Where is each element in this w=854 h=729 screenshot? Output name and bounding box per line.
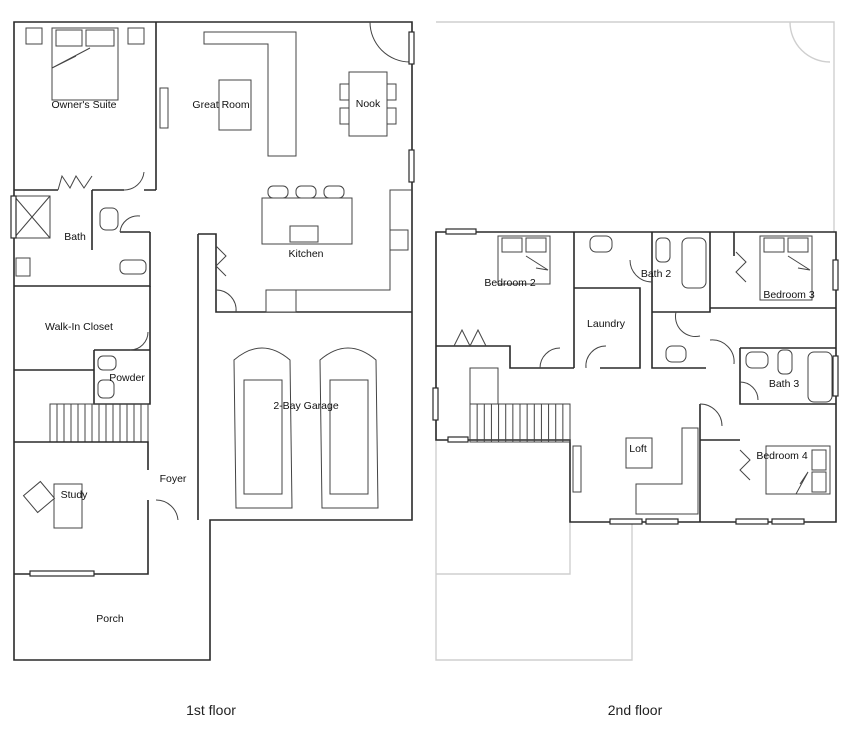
second-floor-windows (432, 228, 839, 525)
label-bedroom4: Bedroom 4 (756, 450, 808, 462)
label-porch: Porch (96, 613, 124, 625)
island-sink (289, 225, 319, 243)
label-powder: Powder (109, 372, 145, 384)
first-floor-plan (10, 21, 415, 661)
wall-kitchen-garage (198, 233, 412, 313)
island-stools (267, 185, 345, 199)
wall-laundry (574, 287, 641, 369)
wall-bedroom2 (436, 232, 575, 369)
label-bath2: Bath 2 (641, 268, 672, 280)
second-floor-plan (432, 21, 839, 661)
bedroom4-bed (765, 445, 831, 495)
tv-console (159, 87, 169, 129)
study-furniture (22, 480, 83, 529)
second-floor-stairs (469, 367, 571, 443)
label-great-room: Great Room (192, 99, 249, 111)
first-floor-footprint-outline (435, 21, 835, 661)
first-floor-doors (57, 21, 411, 521)
owners-suite-bed (25, 27, 145, 101)
label-garage: 2-Bay Garage (273, 400, 339, 412)
cooktop (389, 229, 409, 251)
wall-bath3 (739, 347, 836, 405)
second-floor-exterior-walls (435, 231, 837, 523)
room-labels: Owner's Suite Great Room Nook Bath Kitch… (45, 98, 815, 625)
wall-bedroom3 (710, 232, 836, 309)
powder-fixtures (97, 355, 117, 399)
first-floor-exterior-walls (13, 21, 413, 661)
loft-furniture (572, 427, 699, 515)
bedroom3-bed (759, 235, 813, 301)
sectional-sofa (203, 31, 297, 157)
label-loft: Loft (629, 443, 647, 455)
label-bedroom3: Bedroom 3 (763, 289, 815, 301)
nook-chairs (339, 83, 397, 125)
wall-bath2 (651, 232, 711, 369)
bedroom2-bed (497, 235, 551, 285)
second-floor-caption: 2nd floor (608, 702, 663, 718)
owners-bath-fixtures (13, 195, 147, 277)
kitchen-appliance (265, 289, 297, 313)
label-bath3: Bath 3 (769, 378, 800, 390)
first-floor-caption: 1st floor (186, 702, 236, 718)
loft-side-table (625, 437, 653, 469)
wall-bedroom4 (699, 404, 740, 522)
second-floor-doors (453, 251, 759, 481)
footprint-door-arc (789, 21, 831, 63)
first-floor-windows (10, 31, 415, 577)
label-bedroom2: Bedroom 2 (484, 277, 536, 289)
label-foyer: Foyer (160, 473, 187, 485)
nook-table (348, 71, 388, 137)
label-laundry: Laundry (587, 318, 626, 330)
first-floor-stairs (49, 403, 149, 443)
wall-closet-bottom (14, 349, 150, 371)
coffee-table (218, 79, 252, 131)
garage-cars (233, 347, 379, 509)
label-study: Study (61, 489, 89, 501)
upper-bath-fixtures (589, 235, 833, 403)
label-walk-in-closet: Walk-In Closet (45, 321, 113, 333)
label-owners-suite: Owner's Suite (51, 99, 116, 111)
label-nook: Nook (356, 98, 381, 110)
label-bath: Bath (64, 231, 86, 243)
label-kitchen: Kitchen (288, 248, 323, 260)
